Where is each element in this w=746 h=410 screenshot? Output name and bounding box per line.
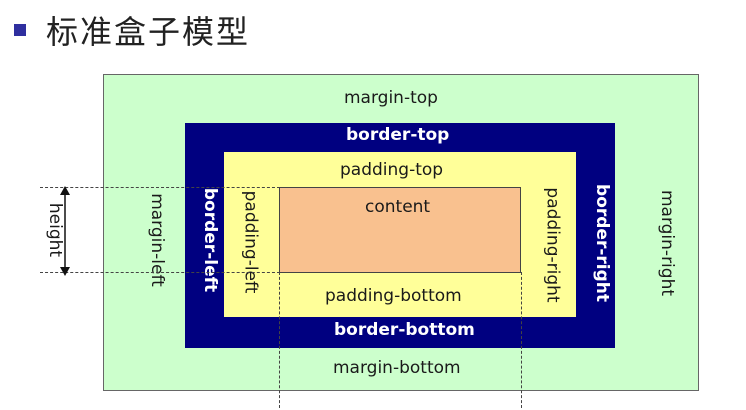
- width-guide-left-line: [279, 272, 280, 408]
- height-guide-bottom-line: [40, 272, 280, 273]
- width-guide-right-line: [521, 272, 522, 408]
- content-label: content: [365, 197, 431, 217]
- square-bullet-icon: [14, 24, 26, 36]
- margin-right-label: margin-right: [657, 189, 678, 296]
- padding-right-label: padding-right: [543, 187, 564, 303]
- title-row: 标准盒子模型: [14, 8, 250, 52]
- padding-right-label-wrap: padding-right: [541, 180, 565, 310]
- border-bottom-label: border-bottom: [334, 320, 475, 340]
- padding-bottom-label: padding-bottom: [325, 286, 462, 306]
- height-arrow-icon: [60, 186, 70, 276]
- border-top-label: border-top: [346, 125, 450, 145]
- margin-top-label: margin-top: [344, 88, 438, 108]
- page-title: 标准盒子模型: [46, 13, 251, 51]
- padding-left-label-wrap: padding-left: [238, 182, 262, 302]
- content-box: [279, 187, 521, 273]
- height-guide-top-line: [40, 187, 280, 188]
- padding-left-label: padding-left: [240, 190, 260, 294]
- border-left-label-wrap: border-left: [198, 185, 222, 295]
- margin-right-label-wrap: margin-right: [655, 185, 679, 300]
- padding-top-label: padding-top: [340, 160, 444, 180]
- border-left-label: border-left: [200, 187, 220, 293]
- margin-bottom-label: margin-bottom: [333, 358, 461, 378]
- margin-left-label-wrap: margin-left: [145, 185, 169, 295]
- border-right-label-wrap: border-right: [590, 183, 614, 302]
- border-right-label: border-right: [592, 183, 613, 302]
